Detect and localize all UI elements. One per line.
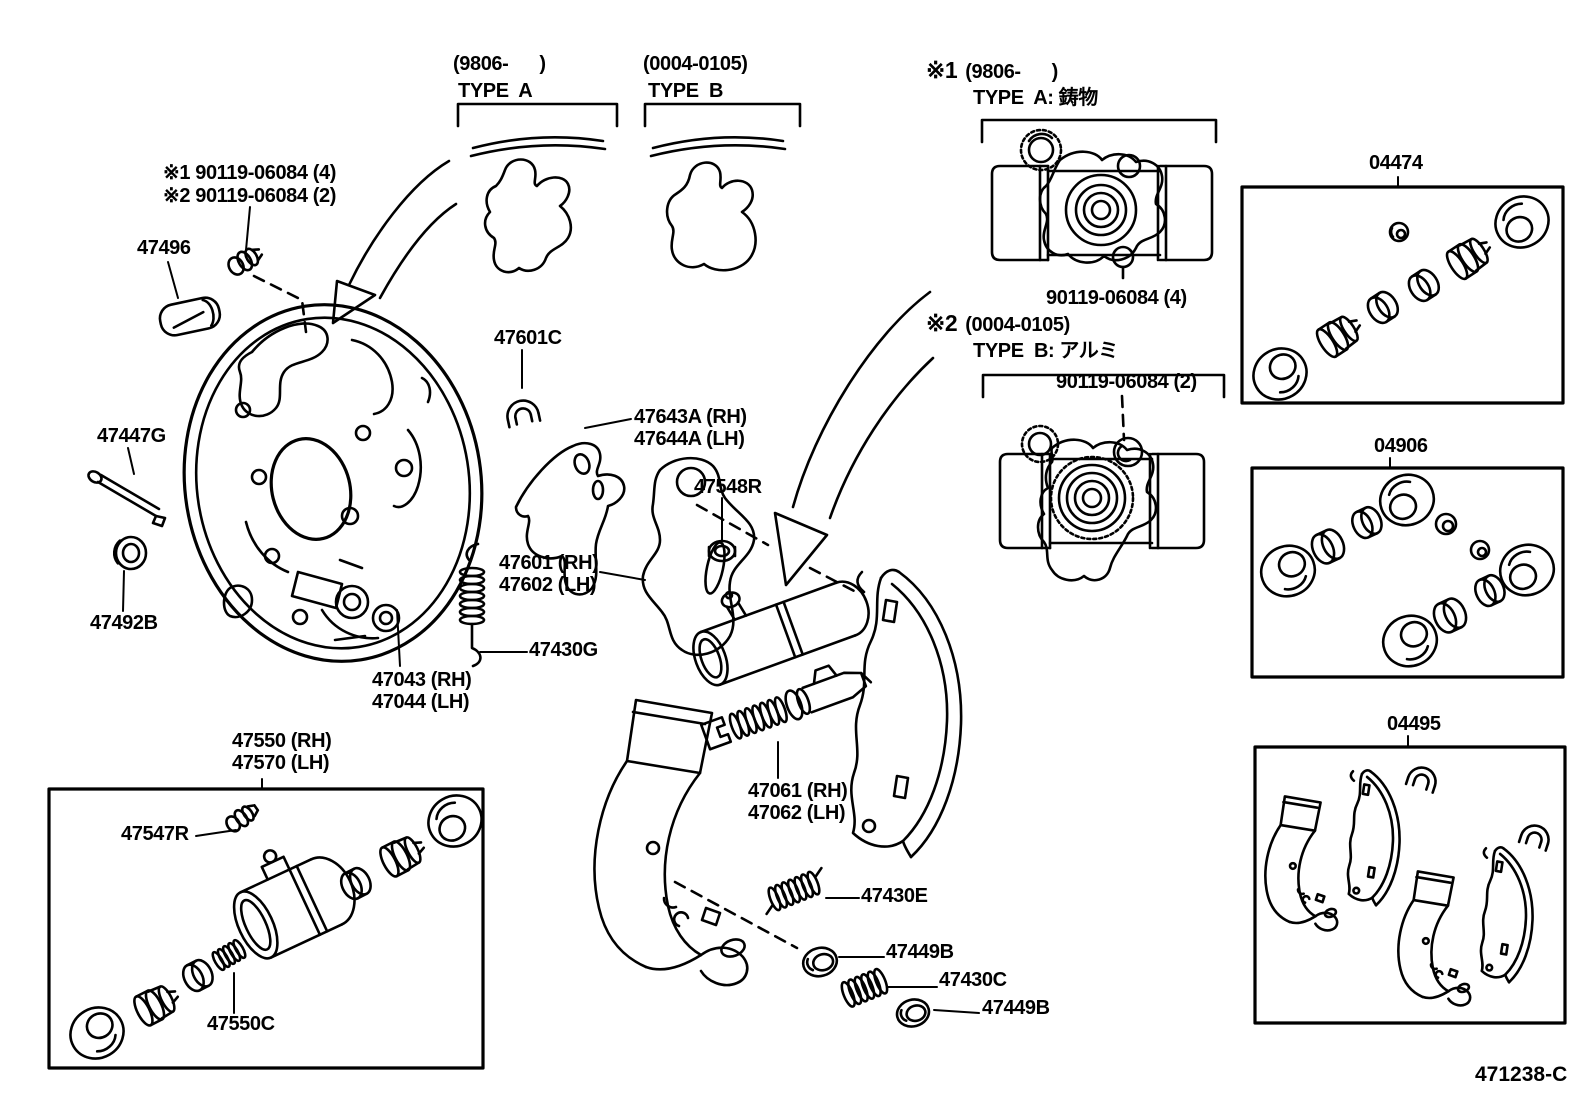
label-47496: 47496 [137, 237, 191, 259]
note2-header: ※2 (0004-0105) [926, 311, 1070, 337]
label-kit-04906: 04906 [1374, 435, 1428, 457]
kit-04495 [1255, 736, 1565, 1023]
label-47550: 47550 (RH) [232, 730, 332, 752]
lever-47643a [516, 419, 631, 594]
type-a-name: TYPE A [458, 80, 533, 102]
label-47644a: 47644A (LH) [634, 428, 745, 450]
wheel-cylinder-main [677, 549, 876, 690]
dashed-link-shoe-to-caps [675, 882, 797, 948]
label-kit-04495: 04495 [1387, 713, 1441, 735]
kit-04906 [1252, 458, 1563, 677]
note1-date: (9806- ) [965, 61, 1058, 83]
brake-shoe-left [595, 700, 748, 985]
arrow-to-backing-plate [333, 161, 456, 323]
cylinder-type-a [982, 120, 1216, 286]
plate-47601 [600, 458, 754, 655]
label-47548r: 47548R [694, 476, 762, 498]
cap-47496 [157, 262, 222, 338]
type-a-date: (9806- ) [453, 53, 546, 75]
type-b-silhouette [645, 104, 800, 270]
label-47449b-lower: 47449B [982, 997, 1050, 1019]
cap-47449b-upper [798, 942, 884, 982]
label-47547r: 47547R [121, 823, 189, 845]
label-47061: 47061 (RH) [748, 780, 848, 802]
arrow-to-wheel-cylinder [775, 292, 933, 585]
cap-47449b-lower [892, 994, 979, 1032]
spring-47430c [839, 968, 937, 1009]
label-47449b-upper: 47449B [886, 941, 954, 963]
label-47430e: 47430E [861, 885, 928, 907]
backing-plate [159, 283, 507, 683]
type-b-name: TYPE B [648, 80, 723, 102]
bolt-note-line1: ※1 90119-06084 (4) [163, 162, 337, 184]
type-a-silhouette [458, 104, 617, 272]
label-47602: 47602 (LH) [499, 574, 597, 596]
label-47447g: 47447G [97, 425, 166, 447]
kit-box-47550 [49, 779, 493, 1068]
bleeder-bolt-topleft [225, 207, 306, 332]
nut-47548r [697, 498, 858, 593]
brake-shoe-right [851, 570, 961, 857]
label-47643a: 47643A (RH) [634, 406, 747, 428]
kit-04474 [1242, 177, 1563, 411]
adjuster-47061 [697, 654, 874, 778]
nut-47492b [115, 537, 146, 611]
drawing-number: 471238-C [1475, 1063, 1568, 1086]
label-47601c: 47601C [494, 327, 562, 349]
label-47601: 47601 (RH) [499, 552, 599, 574]
note2-marker: ※2 [926, 310, 958, 336]
note1-header: ※1 (9806- ) [926, 58, 1058, 84]
pin-47447g [86, 448, 165, 526]
label-47492b: 47492B [90, 612, 158, 634]
label-47044: 47044 (LH) [372, 691, 470, 713]
note1-type: TYPE A: 鋳物 [973, 87, 1098, 109]
spring-47430g [460, 544, 527, 666]
spring-47430e [758, 867, 859, 915]
note2-type: TYPE B: アルミ [973, 340, 1119, 362]
note1-marker: ※1 [926, 57, 958, 83]
small-cap [1436, 514, 1456, 534]
bleeder-47547r [223, 800, 261, 834]
note1-bolt: 90119-06084 (4) [1046, 287, 1187, 309]
label-47043: 47043 (RH) [372, 669, 472, 691]
label-47430c: 47430C [939, 969, 1007, 991]
spring-47550c [211, 939, 248, 972]
small-cap [1471, 541, 1489, 559]
bolt-note-line2: ※2 90119-06084 (2) [163, 185, 337, 207]
cylinder-body [214, 825, 365, 965]
small-cap [1390, 223, 1408, 241]
label-47430g: 47430G [529, 639, 598, 661]
cylinder-type-b [983, 375, 1224, 580]
label-47550c: 47550C [207, 1013, 275, 1035]
note2-date: (0004-0105) [965, 314, 1070, 336]
label-47570: 47570 (LH) [232, 752, 330, 774]
type-b-date: (0004-0105) [643, 53, 748, 75]
label-kit-04474: 04474 [1369, 152, 1423, 174]
note2-bolt: 90119-06084 (2) [1056, 371, 1197, 393]
label-47062: 47062 (LH) [748, 802, 846, 824]
clip-47601c [503, 350, 542, 429]
